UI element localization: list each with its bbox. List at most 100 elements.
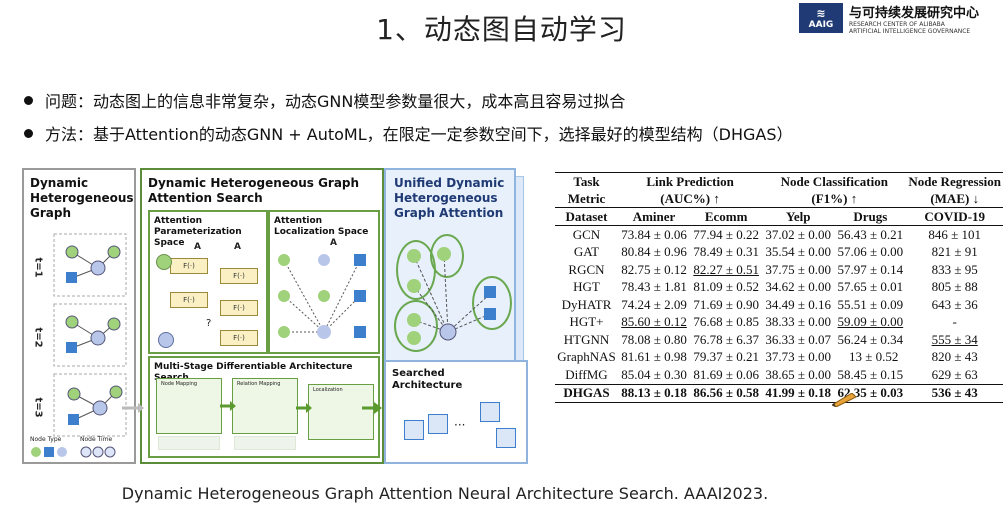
cell: 58.45 ± 0.15 (837, 366, 904, 382)
header-metric: Metric (567, 190, 606, 206)
attention-parameterization-space: Attention Parameterization Space F(·) F(… (148, 210, 268, 354)
cell: RGCN (568, 261, 605, 277)
cell: 80.84 ± 0.96 (621, 244, 687, 260)
slide-title: 1、动态图自动学习 (376, 13, 627, 46)
cell: 76.78 ± 6.37 (693, 331, 759, 347)
cell: 846 ± 101 (928, 226, 982, 242)
header-f1: (F1%) ↑ (811, 190, 858, 206)
cell: 57.65 ± 0.01 (837, 279, 904, 295)
cell: 38.65 ± 0.00 (765, 366, 832, 382)
header-node-regression: Node Regression (906, 172, 1003, 190)
cell: - (952, 314, 957, 330)
table-header-task: Task Link Prediction Node Classification… (555, 172, 1003, 190)
stage-node-mapping: Node Mapping (156, 378, 222, 434)
param-node-green (156, 254, 172, 270)
panel4-title: Searched Architecture (392, 368, 463, 391)
header-drugs: Drugs (834, 207, 907, 226)
a-r-label: A (234, 242, 241, 252)
cell: 78.49 ± 0.31 (693, 244, 759, 260)
cell: 79.37 ± 0.21 (693, 349, 759, 365)
cell: 81.61 ± 0.98 (621, 349, 687, 365)
cell: 86.56 ± 0.58 (690, 383, 763, 403)
stage-relation-mapping-label: Relation Mapping (237, 381, 281, 387)
stage-relation-mapping: Relation Mapping (232, 378, 298, 434)
cell: 73.84 ± 0.06 (621, 226, 687, 242)
sub1-title: Attention Parameterization Space (154, 216, 242, 248)
cell: HGT (573, 279, 600, 295)
f-rel-box-1: F(·) (220, 268, 258, 284)
header-aminer: Aminer (617, 207, 691, 226)
bullet-method-text: 方法：基于Attention的动态GNN + AutoML，在限定一定参数空间下… (45, 125, 793, 144)
cell: 555 ± 34 (931, 331, 978, 347)
panel1-title: Dynamic Heterogeneous Graph (30, 176, 134, 220)
header-mae: (MAE) ↓ (930, 190, 980, 206)
cell: 36.33 ± 0.07 (765, 331, 832, 347)
cell: 88.13 ± 0.18 (617, 383, 691, 403)
cell: GraphNAS (557, 349, 616, 365)
attention-group-4 (472, 276, 512, 330)
unified-attention-graphic (407, 247, 496, 345)
cell: DHGAS (555, 383, 618, 403)
panel-searched-architecture: Searched Architecture ··· (384, 360, 528, 464)
cell: GCN (572, 226, 601, 242)
panel3-title: Unified Dynamic Heterogeneous Graph Atte… (394, 176, 505, 220)
figure-caption: Dynamic Heterogeneous Graph Attention Ne… (121, 484, 769, 503)
stage-node-mapping-label: Node Mapping (161, 381, 198, 387)
panel-attention-search: Dynamic Heterogeneous Graph Attention Se… (140, 168, 384, 464)
attention-group-3 (394, 300, 438, 352)
f-rel-box-2: F(·) (220, 300, 258, 316)
stage-localization-label: Localization (313, 387, 343, 393)
cell: 56.43 ± 0.21 (837, 226, 904, 242)
attention-group-2 (430, 234, 464, 278)
cell: 643 ± 36 (931, 296, 978, 312)
f-rel-box-3: F(·) (220, 330, 258, 346)
param-node-target (158, 332, 174, 348)
cell: 81.69 ± 0.06 (693, 366, 759, 382)
cell: 35.54 ± 0.00 (765, 244, 832, 260)
searched-block-2 (428, 414, 448, 434)
table-header-metric: Metric (AUC%) ↑ (F1%) ↑ (MAE) ↓ (555, 190, 1003, 208)
cell: 13 ± 0.52 (849, 349, 899, 365)
bullet-method: 方法：基于Attention的动态GNN + AutoML，在限定一定参数空间下… (24, 121, 792, 145)
faint-stage (234, 436, 296, 450)
pencil-cursor-icon (832, 393, 857, 407)
panel2-title: Dynamic Heterogeneous Graph Attention Se… (148, 176, 360, 205)
cell: 56.24 ± 0.34 (837, 331, 904, 347)
aaig-logo: ≋ AAIG 与可持续发展研究中心 RESEARCH CENTER OF ALI… (799, 0, 999, 36)
f-node-box-2: F(·) (170, 292, 208, 308)
bullet-problem-text: 问题：动态图上的信息非常复杂，动态GNN模型参数量很大，成本高且容易过拟合 (45, 92, 626, 111)
bullet-dot (24, 128, 33, 138)
cell: 77.94 ± 0.22 (693, 226, 759, 242)
cell: 41.99 ± 0.18 (762, 383, 835, 403)
cell: 81.09 ± 0.52 (693, 279, 759, 295)
searched-block-1 (404, 420, 424, 440)
cell: 82.75 ± 0.12 (621, 261, 687, 277)
cell: 37.02 ± 0.00 (765, 226, 832, 242)
bullet-dot (24, 95, 33, 105)
cell: 76.68 ± 0.85 (693, 314, 759, 330)
cell: 78.08 ± 0.80 (621, 331, 687, 347)
panel-dynamic-heterogeneous-graph: Dynamic Heterogeneous Graph t=1 t=2 t=3 … (22, 168, 136, 464)
f-node-box: F(·) (170, 258, 208, 274)
flow-arrows (122, 402, 382, 414)
searched-block-4 (496, 428, 516, 448)
cell: 820 ± 43 (931, 349, 978, 365)
searched-block-3 (480, 402, 500, 422)
stage-localization: Localization (308, 384, 374, 440)
stage-arrows (220, 401, 312, 413)
cell: 78.43 ± 1.81 (621, 279, 687, 295)
aaig-logo-mark: ≋ AAIG (799, 3, 843, 33)
header-link-prediction: Link Prediction (617, 172, 763, 190)
cell: 833 ± 95 (931, 261, 978, 277)
bullet-problem: 问题：动态图上的信息非常复杂，动态GNN模型参数量很大，成本高且容易过拟合 (24, 88, 625, 112)
cell: 37.75 ± 0.00 (765, 261, 832, 277)
header-yelp: Yelp (762, 207, 835, 226)
cell: 38.33 ± 0.00 (765, 314, 832, 330)
cell: 74.24 ± 2.09 (621, 296, 687, 312)
cell: 629 ± 63 (931, 366, 978, 382)
